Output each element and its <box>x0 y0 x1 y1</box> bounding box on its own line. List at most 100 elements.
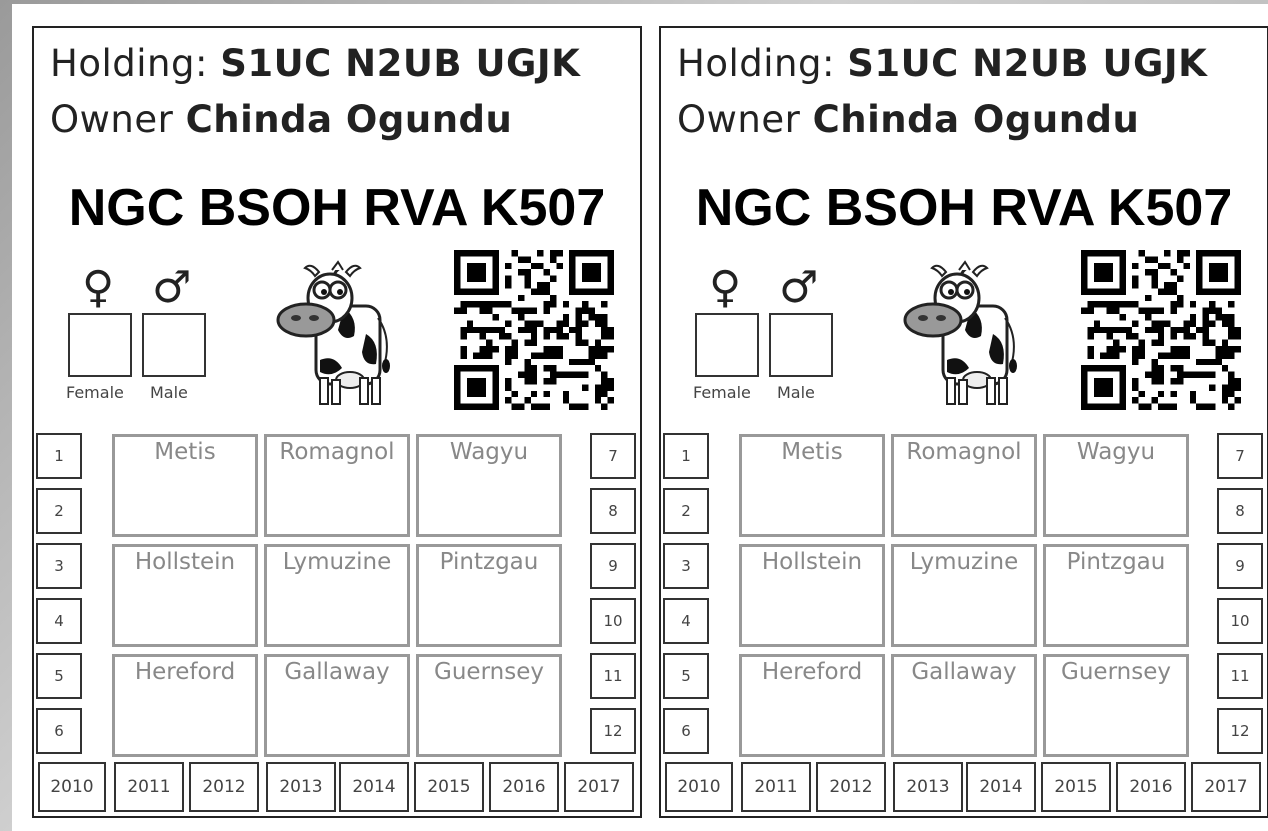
breed-label: Guernsey <box>1061 659 1171 685</box>
left-number-box[interactable]: 3 <box>663 543 709 589</box>
breed-label: Hollstein <box>134 549 236 575</box>
breed-box[interactable]: Hereford <box>739 654 885 757</box>
owner-line: Owner Chinda Ogundu <box>677 98 1139 141</box>
cow-icon <box>903 260 1017 405</box>
breed-label: Romagnol <box>906 439 1022 465</box>
cow-icon <box>276 260 390 405</box>
breed-label: Lymuzine <box>282 549 392 575</box>
right-number-box[interactable]: 9 <box>1217 543 1263 589</box>
year-box[interactable]: 2013 <box>893 762 963 812</box>
breed-box[interactable]: Hollstein <box>739 544 885 647</box>
holding-prefix: Holding: <box>50 42 208 85</box>
male-label: Male <box>777 383 815 402</box>
right-number-box[interactable]: 8 <box>590 488 636 534</box>
breed-box[interactable]: Hereford <box>112 654 258 757</box>
male-icon: ♂ <box>152 262 192 313</box>
right-number-box[interactable]: 10 <box>590 598 636 644</box>
year-box[interactable]: 2012 <box>816 762 886 812</box>
right-number-box[interactable]: 10 <box>1217 598 1263 644</box>
left-number-box[interactable]: 2 <box>36 488 82 534</box>
label-sheet: Holding: S1UC N2UB UGJK Owner Chinda Ogun… <box>12 4 1268 831</box>
left-number-box[interactable]: 2 <box>663 488 709 534</box>
male-label: Male <box>150 383 188 402</box>
breed-label: Pintzgau <box>439 549 539 575</box>
left-number-box[interactable]: 4 <box>36 598 82 644</box>
owner-name: Chinda Ogundu <box>185 98 513 141</box>
year-box[interactable]: 2015 <box>414 762 484 812</box>
right-number-box[interactable]: 9 <box>590 543 636 589</box>
breed-box[interactable]: Guernsey <box>416 654 562 757</box>
qr-code-icon <box>454 250 614 410</box>
right-number-box[interactable]: 11 <box>1217 653 1263 699</box>
left-number-box[interactable]: 1 <box>36 433 82 479</box>
male-checkbox[interactable] <box>142 313 206 377</box>
year-box[interactable]: 2014 <box>339 762 409 812</box>
breed-label: Guernsey <box>434 659 544 685</box>
breed-box[interactable]: Pintzgau <box>416 544 562 647</box>
right-number-box[interactable]: 11 <box>590 653 636 699</box>
breed-box[interactable]: Metis <box>739 434 885 537</box>
breed-box[interactable]: Guernsey <box>1043 654 1189 757</box>
ear-tag-number: NGC BSOH RVA K507 <box>695 179 1233 237</box>
female-checkbox[interactable] <box>68 313 132 377</box>
breed-box[interactable]: Lymuzine <box>891 544 1037 647</box>
year-box[interactable]: 2011 <box>114 762 184 812</box>
left-number-box[interactable]: 6 <box>663 708 709 754</box>
holding-code: S1UC N2UB UGJK <box>847 42 1208 85</box>
female-icon: ♀ <box>709 262 742 313</box>
female-checkbox[interactable] <box>695 313 759 377</box>
breed-label: Hollstein <box>761 549 863 575</box>
breed-box[interactable]: Wagyu <box>1043 434 1189 537</box>
ear-tag-number: NGC BSOH RVA K507 <box>68 179 606 237</box>
breed-label: Wagyu <box>1076 439 1156 465</box>
left-number-box[interactable]: 6 <box>36 708 82 754</box>
left-number-box[interactable]: 1 <box>663 433 709 479</box>
year-box[interactable]: 2017 <box>564 762 634 812</box>
breed-label: Metis <box>154 439 216 465</box>
breed-box[interactable]: Gallaway <box>891 654 1037 757</box>
qr-code-icon <box>1081 250 1241 410</box>
year-box[interactable]: 2012 <box>189 762 259 812</box>
breed-box[interactable]: Hollstein <box>112 544 258 647</box>
owner-prefix: Owner <box>50 98 174 141</box>
female-label: Female <box>66 383 124 402</box>
holding-prefix: Holding: <box>677 42 835 85</box>
right-number-box[interactable]: 7 <box>590 433 636 479</box>
breed-label: Hereford <box>134 659 236 685</box>
year-box[interactable]: 2011 <box>741 762 811 812</box>
holding-code: S1UC N2UB UGJK <box>220 42 581 85</box>
left-number-box[interactable]: 3 <box>36 543 82 589</box>
breed-box[interactable]: Wagyu <box>416 434 562 537</box>
owner-line: Owner Chinda Ogundu <box>50 98 512 141</box>
year-box[interactable]: 2013 <box>266 762 336 812</box>
breed-box[interactable]: Gallaway <box>264 654 410 757</box>
year-box[interactable]: 2017 <box>1191 762 1261 812</box>
breed-box[interactable]: Romagnol <box>264 434 410 537</box>
breed-label: Hereford <box>761 659 863 685</box>
year-box[interactable]: 2010 <box>38 762 106 812</box>
male-icon: ♂ <box>779 262 819 313</box>
left-number-box[interactable]: 4 <box>663 598 709 644</box>
breed-box[interactable]: Metis <box>112 434 258 537</box>
breed-box[interactable]: Romagnol <box>891 434 1037 537</box>
right-number-box[interactable]: 12 <box>590 708 636 754</box>
male-checkbox[interactable] <box>769 313 833 377</box>
breed-label: Wagyu <box>449 439 529 465</box>
left-number-box[interactable]: 5 <box>663 653 709 699</box>
left-number-box[interactable]: 5 <box>36 653 82 699</box>
year-box[interactable]: 2014 <box>966 762 1036 812</box>
breed-box[interactable]: Pintzgau <box>1043 544 1189 647</box>
year-box[interactable]: 2010 <box>665 762 733 812</box>
year-box[interactable]: 2016 <box>1116 762 1186 812</box>
right-number-box[interactable]: 8 <box>1217 488 1263 534</box>
female-label: Female <box>693 383 751 402</box>
year-box[interactable]: 2016 <box>489 762 559 812</box>
animal-label-card: Holding: S1UC N2UB UGJK Owner Chinda Ogun… <box>32 26 642 818</box>
animal-label-card: Holding: S1UC N2UB UGJK Owner Chinda Ogun… <box>659 26 1268 818</box>
year-box[interactable]: 2015 <box>1041 762 1111 812</box>
right-number-box[interactable]: 12 <box>1217 708 1263 754</box>
breed-label: Gallaway <box>284 659 390 685</box>
right-number-box[interactable]: 7 <box>1217 433 1263 479</box>
breed-box[interactable]: Lymuzine <box>264 544 410 647</box>
owner-prefix: Owner <box>677 98 801 141</box>
